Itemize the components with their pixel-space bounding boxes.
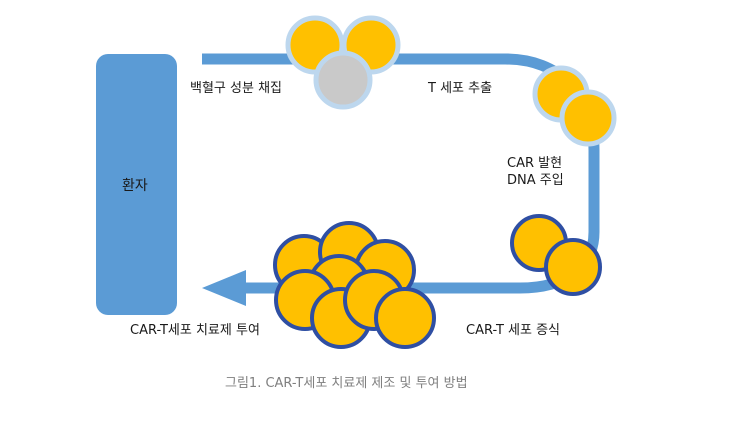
step-inject-label-1: CAR 발현 [507, 156, 563, 171]
car-t-cell [544, 238, 602, 296]
t-cell [559, 89, 617, 147]
car-t-cell [374, 287, 436, 349]
step-extract-label: T 세포 추출 [428, 81, 493, 96]
flow-arrowhead [202, 270, 246, 306]
figure-caption: 그림1. CAR-T세포 치료제 제조 및 투여 방법 [225, 376, 468, 391]
collected-gray-cell [313, 50, 373, 110]
step-collect-label: 백혈구 성분 채집 [190, 81, 282, 96]
patient-box [96, 54, 177, 315]
step-expand-label: CAR-T 세포 증식 [466, 323, 561, 338]
step-administer-label: CAR-T세포 치료제 투여 [130, 323, 260, 338]
collected-cells [285, 15, 401, 110]
car-t-cells [510, 214, 602, 296]
patient-label: 환자 [122, 178, 148, 194]
step-inject-label-2: DNA 주입 [507, 173, 564, 188]
expanded-car-t-cluster [273, 221, 436, 349]
extracted-t-cells [532, 65, 617, 147]
